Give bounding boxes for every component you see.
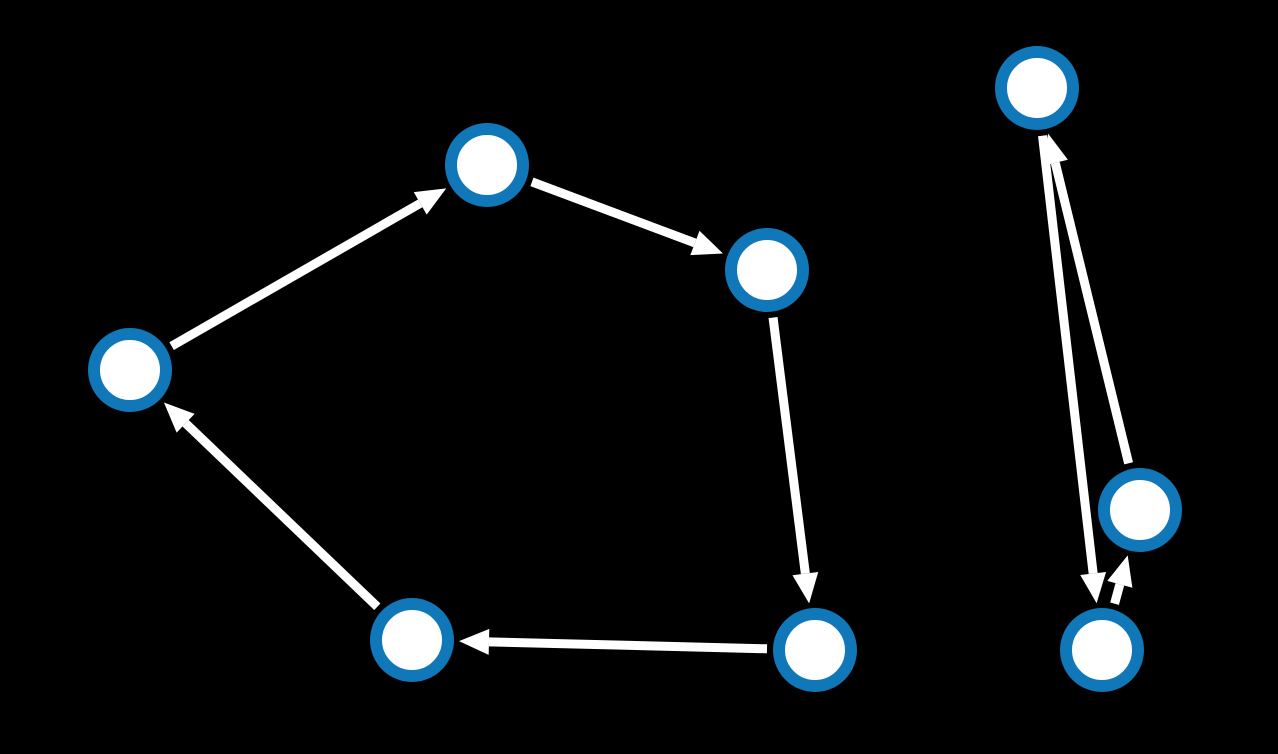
edge-shaft	[530, 177, 697, 248]
nodes-layer	[88, 46, 1182, 692]
edges-layer	[163, 133, 1133, 655]
node-circle	[773, 608, 857, 692]
edge-arrowhead	[458, 628, 490, 655]
node-circle	[1098, 468, 1182, 552]
edge-shaft	[488, 637, 768, 654]
edge-arrowhead	[690, 230, 723, 256]
graph-edge[interactable]	[530, 177, 723, 256]
edge-shaft	[1110, 583, 1125, 605]
edge-shaft	[768, 317, 810, 575]
edge-arrowhead	[413, 188, 447, 215]
node-circle	[725, 228, 809, 312]
graph-edge[interactable]	[169, 188, 447, 351]
edge-arrowhead	[1107, 555, 1133, 588]
graph-edge[interactable]	[1038, 135, 1107, 604]
edge-arrowhead	[1080, 572, 1107, 604]
node-circle	[88, 328, 172, 412]
graph-edge[interactable]	[1107, 555, 1133, 605]
edge-arrowhead	[792, 571, 819, 604]
graph-node[interactable]	[445, 123, 529, 207]
node-circle	[370, 598, 454, 682]
edge-shaft	[1038, 135, 1098, 575]
graph-node[interactable]	[995, 46, 1079, 130]
node-circle	[1060, 608, 1144, 692]
graph-edge[interactable]	[1042, 133, 1133, 465]
edge-shaft	[1050, 161, 1133, 465]
graph-node[interactable]	[725, 228, 809, 312]
edge-arrowhead	[1042, 133, 1068, 166]
graph-node[interactable]	[1098, 468, 1182, 552]
graph-edge[interactable]	[768, 317, 819, 604]
edge-shaft	[182, 419, 381, 611]
graph-node[interactable]	[88, 328, 172, 412]
edge-arrowhead	[163, 402, 195, 433]
node-circle	[445, 123, 529, 207]
graph-edge[interactable]	[458, 628, 768, 655]
graph-node[interactable]	[370, 598, 454, 682]
graph-node[interactable]	[773, 608, 857, 692]
edge-shaft	[169, 199, 423, 351]
graph-node[interactable]	[1060, 608, 1144, 692]
node-circle	[995, 46, 1079, 130]
graph-edge[interactable]	[163, 402, 381, 611]
